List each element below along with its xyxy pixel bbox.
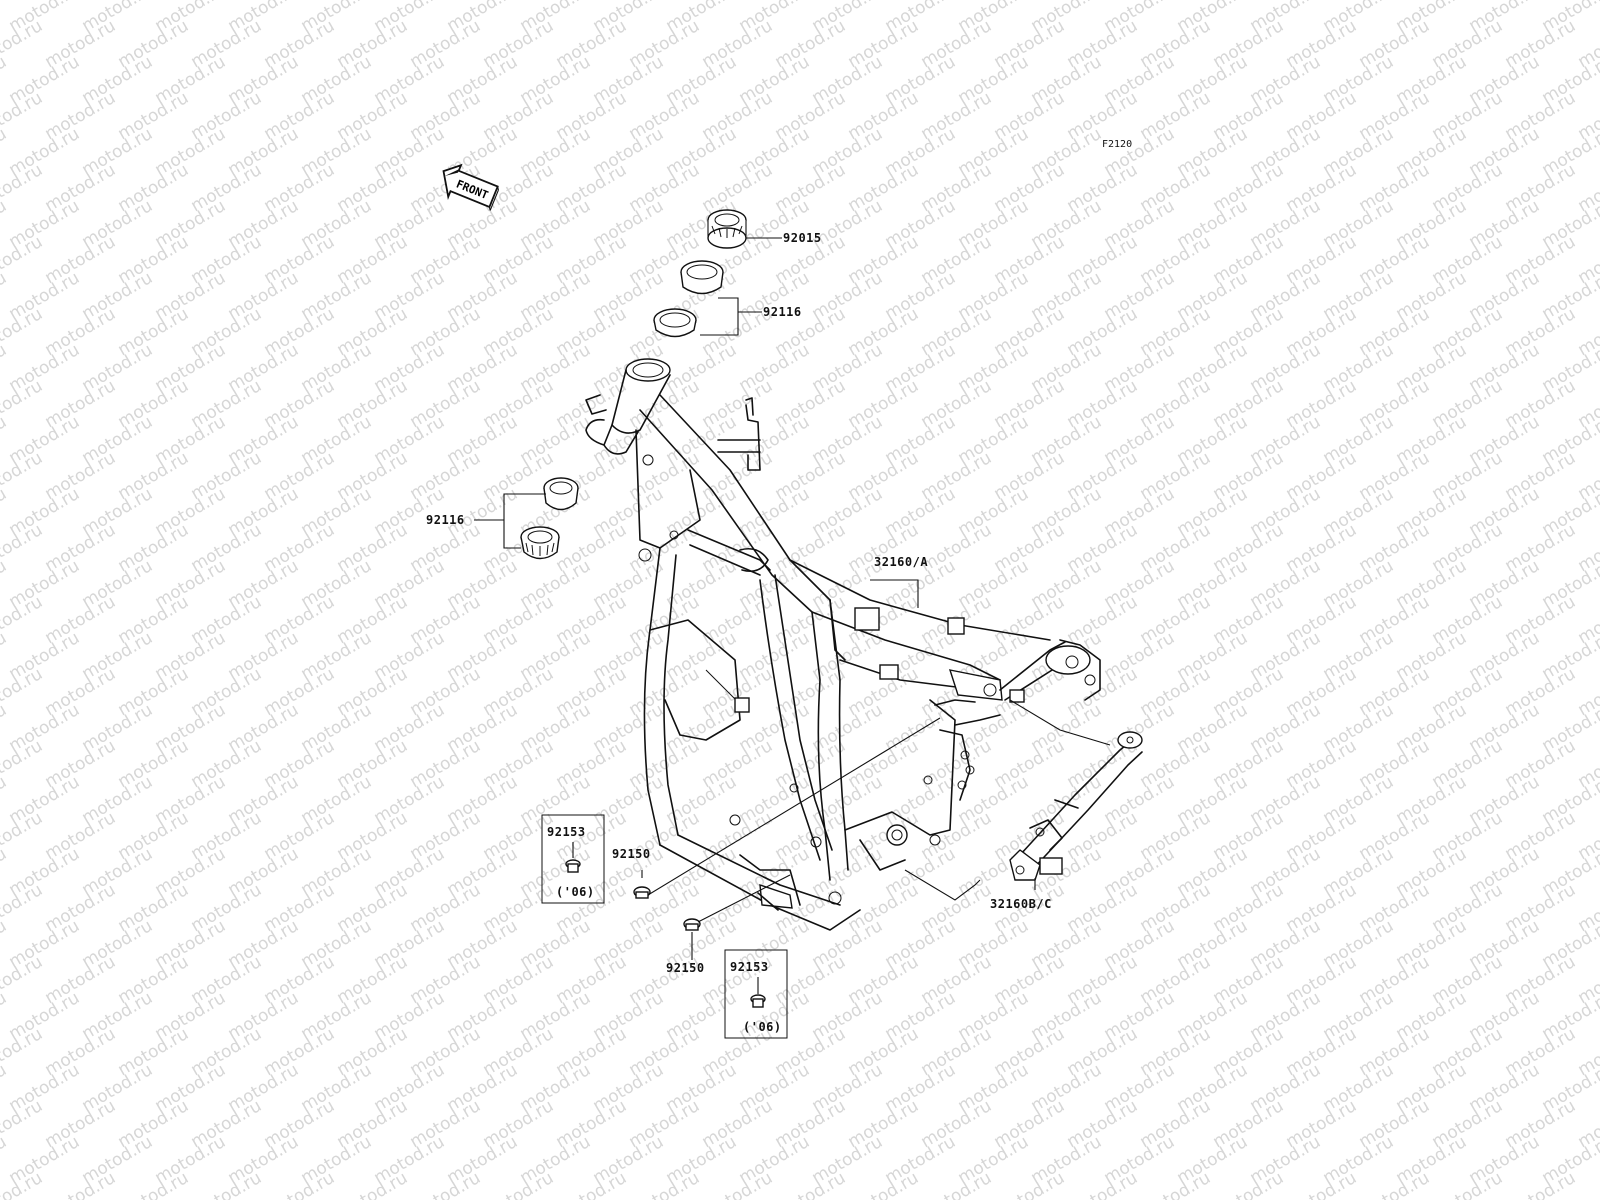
steering-bearing-upper-92116 <box>653 260 762 338</box>
leader-32160bc-1 <box>904 869 981 901</box>
leader-32160a <box>870 579 919 608</box>
label-92116-upper: 92116 <box>763 305 802 319</box>
year-note-right: ('06) <box>743 1020 782 1034</box>
motorcycle-main-frame <box>585 358 1101 931</box>
rear-subframe-lower-32160bc <box>1009 731 1143 881</box>
label-32160bc: 32160B/C <box>990 897 1052 911</box>
label-92153-right: 92153 <box>730 960 769 974</box>
label-92015: 92015 <box>783 231 822 245</box>
bolt-92153-box-left <box>541 814 605 904</box>
label-92153-left: 92153 <box>547 825 586 839</box>
front-direction-arrow: FRONT <box>442 163 499 211</box>
bolt-92150-lower <box>683 874 791 960</box>
label-32160a: 32160/A <box>874 555 928 569</box>
steering-stem-nut-92015 <box>707 209 782 249</box>
leader-32160bc-3 <box>1009 699 1111 746</box>
label-92116-lower: 92116 <box>426 513 465 527</box>
bolt-92153-box-right <box>724 949 788 1039</box>
steering-bearing-lower-92116 <box>474 477 579 560</box>
bolt-92150-upper <box>633 717 941 899</box>
label-92150-upper: 92150 <box>612 847 651 861</box>
year-note-left: ('06) <box>556 885 595 899</box>
label-92150-lower: 92150 <box>666 961 705 975</box>
figure-code: F2120 <box>1102 139 1132 150</box>
